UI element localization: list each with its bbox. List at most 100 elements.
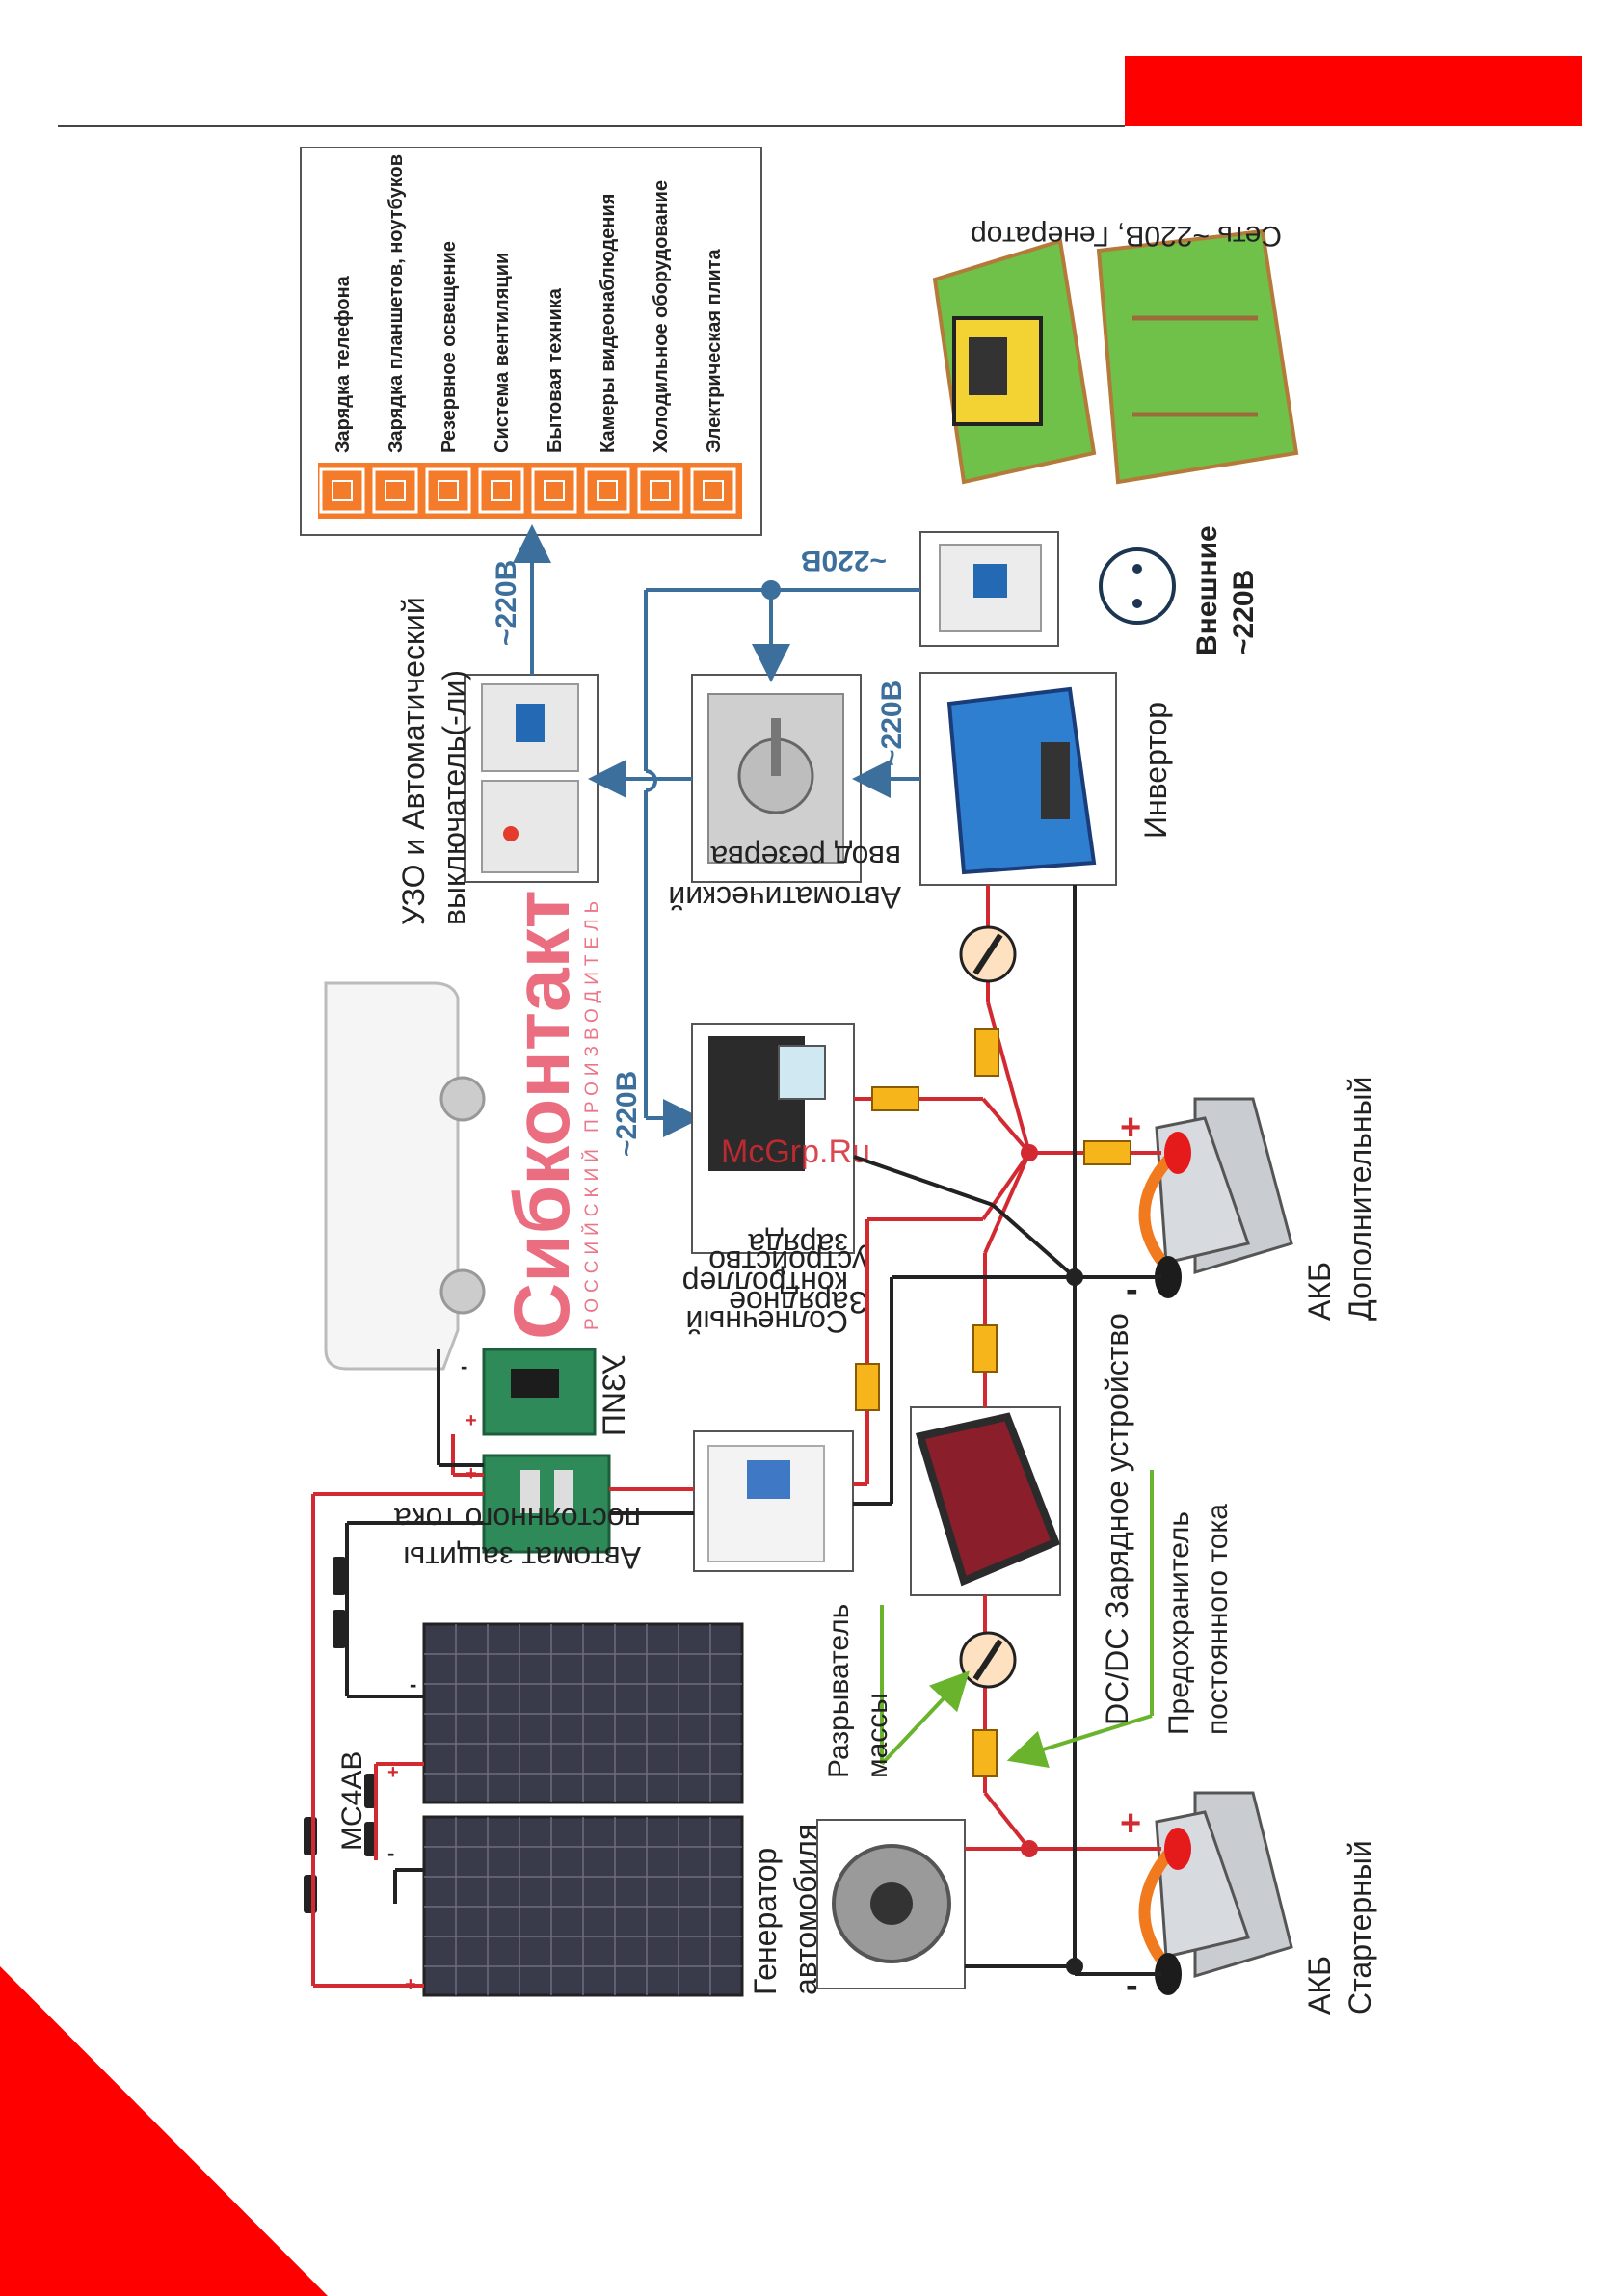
- polarity-signs: + - + - + + - - + - + -: [387, 1108, 1141, 2006]
- svg-text:-: -: [463, 1535, 469, 1559]
- svg-text:+: +: [405, 1974, 416, 1995]
- camera-icon: [584, 467, 630, 514]
- load-item-label: Холодильное оборудование: [651, 180, 672, 453]
- load-item-label: Бытовая техника: [545, 287, 566, 453]
- battery-aux-label: АКБ Дополнительный: [1302, 1077, 1377, 1321]
- ats-box: Автоматический ввод резерва: [660, 674, 901, 915]
- tablet-icon: [372, 467, 418, 514]
- fuses: [855, 1028, 1131, 1777]
- fuse-note-label: Предохранитель постоянного тока: [1163, 1504, 1234, 1735]
- camera-icon-glyph: [597, 480, 618, 501]
- external-220-label: Внешние ~220В: [1191, 518, 1260, 655]
- disconnect-label: Разрыватель массы: [823, 1595, 893, 1778]
- fuse-icon: [855, 1363, 880, 1411]
- loads-panel: Зарядка телефона Зарядка планшетов, ноутб…: [300, 147, 762, 536]
- fridge-icon-glyph: [650, 480, 671, 501]
- brand-subtitle-text: РОССИЙСКИЙ ПРОИЗВОДИТЕЛЬ: [581, 895, 602, 1330]
- svg-text:-: -: [410, 1672, 416, 1696]
- uzo-label: УЗО и Автоматический выключатель(-ли): [396, 588, 471, 925]
- uzip-label: УЗИП: [597, 1354, 631, 1436]
- tv-icon-glyph: [544, 480, 565, 501]
- external-breaker-box: [919, 531, 1059, 647]
- stove-icon: [690, 467, 736, 514]
- uzo-box: УЗО и Автоматический выключатель(-ли): [396, 588, 599, 925]
- dc-breaker-icon: [482, 1454, 611, 1554]
- dc-negative-wiring: [345, 885, 1161, 1976]
- inverter-box: Инвертор: [919, 672, 1173, 886]
- van-outline-icon: [324, 981, 486, 1371]
- grid-generator-picture: Сеть ~220В, Генератор: [932, 220, 1299, 485]
- dcdc-box: DC/DC Зарядное устройство: [910, 1313, 1134, 1725]
- battery-starter-label: АКБ Стартерный: [1302, 1840, 1377, 2015]
- header-red-bar: [1125, 56, 1582, 126]
- svg-text:+: +: [387, 1762, 399, 1783]
- disconnect-pointer-arrow: [880, 1670, 970, 1766]
- dc-breaker-device: [482, 1454, 611, 1554]
- fuse-icon: [974, 1028, 999, 1077]
- voltage-inverter-label: ~220В: [876, 681, 908, 766]
- junction-dot: [1021, 1840, 1038, 1857]
- dc-breaker-label: Автомат защиты постоянного тока: [394, 1502, 641, 1575]
- battery-starter: АКБ Стартерный: [1138, 1791, 1377, 2015]
- dcdc-icon: [915, 1412, 1061, 1587]
- solar-controller-box: Солнечный контроллер заряда: [674, 1227, 854, 1572]
- socket-icon: [1099, 547, 1176, 625]
- solar-controller-label: Солнечный контроллер заряда: [674, 1227, 848, 1339]
- phone-icon: [319, 467, 365, 514]
- load-item-label: Зарядка телефона: [333, 275, 354, 453]
- annotation-pointers: [880, 1470, 1154, 1768]
- uzip-device: [482, 1348, 597, 1436]
- ac-wiring: [513, 524, 920, 1137]
- bulb-icon-glyph: [438, 480, 459, 501]
- alternator-label: Генератор автомобиля: [748, 1824, 823, 1995]
- svg-text:+: +: [1120, 1108, 1141, 1148]
- svg-text:+: +: [1120, 1803, 1141, 1844]
- mc4-label: MC4АВ: [336, 1751, 368, 1851]
- watermark-text: McGrp.Ru: [721, 1134, 870, 1170]
- dcdc-label: DC/DC Зарядное устройство: [1100, 1313, 1134, 1725]
- fuse-icon: [871, 1086, 919, 1111]
- rcd-icon: [481, 780, 579, 873]
- bulb-icon: [425, 467, 471, 514]
- junction-dot: [1021, 1144, 1038, 1161]
- inverter-icon: [946, 686, 1097, 875]
- svg-text:-: -: [1126, 1269, 1138, 1310]
- load-item-label: Система вентиляции: [492, 253, 513, 453]
- svg-text:+: +: [466, 1463, 477, 1484]
- svg-text:-: -: [461, 1354, 467, 1378]
- grid-generator-label: Сеть ~220В, Генератор: [971, 220, 1282, 252]
- charger-label: Зарядное устройство: [708, 1244, 867, 1320]
- tv-icon: [531, 467, 577, 514]
- voltage-charger-label: ~220В: [611, 1071, 643, 1157]
- voltage-grid-label: ~220В: [801, 545, 887, 576]
- fan-icon-glyph: [491, 480, 512, 501]
- fridge-icon: [637, 467, 683, 514]
- junction-dot: [1066, 1268, 1083, 1286]
- load-item-label: Электрическая плита: [704, 249, 725, 453]
- phone-icon-glyph: [332, 480, 353, 501]
- load-item-label: Камеры видеонаблюдения: [598, 194, 619, 453]
- voltage-loads-label: ~220В: [491, 560, 522, 646]
- junction-dot: [1066, 1958, 1083, 1975]
- charger-box: Зарядное устройство: [691, 1023, 867, 1320]
- stove-icon-glyph: [703, 480, 724, 501]
- svg-text:-: -: [1126, 1965, 1138, 2006]
- battery-aux: АКБ Дополнительный: [1138, 1077, 1377, 1321]
- svg-text:+: +: [466, 1410, 477, 1431]
- alternator-box: Генератор автомобиля: [748, 1819, 966, 1995]
- svg-text:-: -: [387, 1841, 394, 1865]
- load-item-label: Зарядка планшетов, ноутбуков: [386, 154, 407, 453]
- fuse-icon: [972, 1729, 998, 1777]
- ats-label: Автоматический ввод резерва: [660, 840, 901, 915]
- inverter-label: Инвертор: [1138, 702, 1173, 839]
- fan-icon: [478, 467, 524, 514]
- fuse-pointer-arrow: [1006, 1714, 1153, 1768]
- tablet-icon-glyph: [385, 480, 406, 501]
- load-item-label: Резервное освещение: [439, 241, 460, 453]
- brand-logo-text: Сибконтакт: [498, 890, 586, 1340]
- disconnect-switches: [959, 925, 1017, 1689]
- fuse-icon: [1083, 1140, 1131, 1165]
- solar-panels: [422, 1622, 744, 1997]
- fuse-icon: [972, 1324, 998, 1373]
